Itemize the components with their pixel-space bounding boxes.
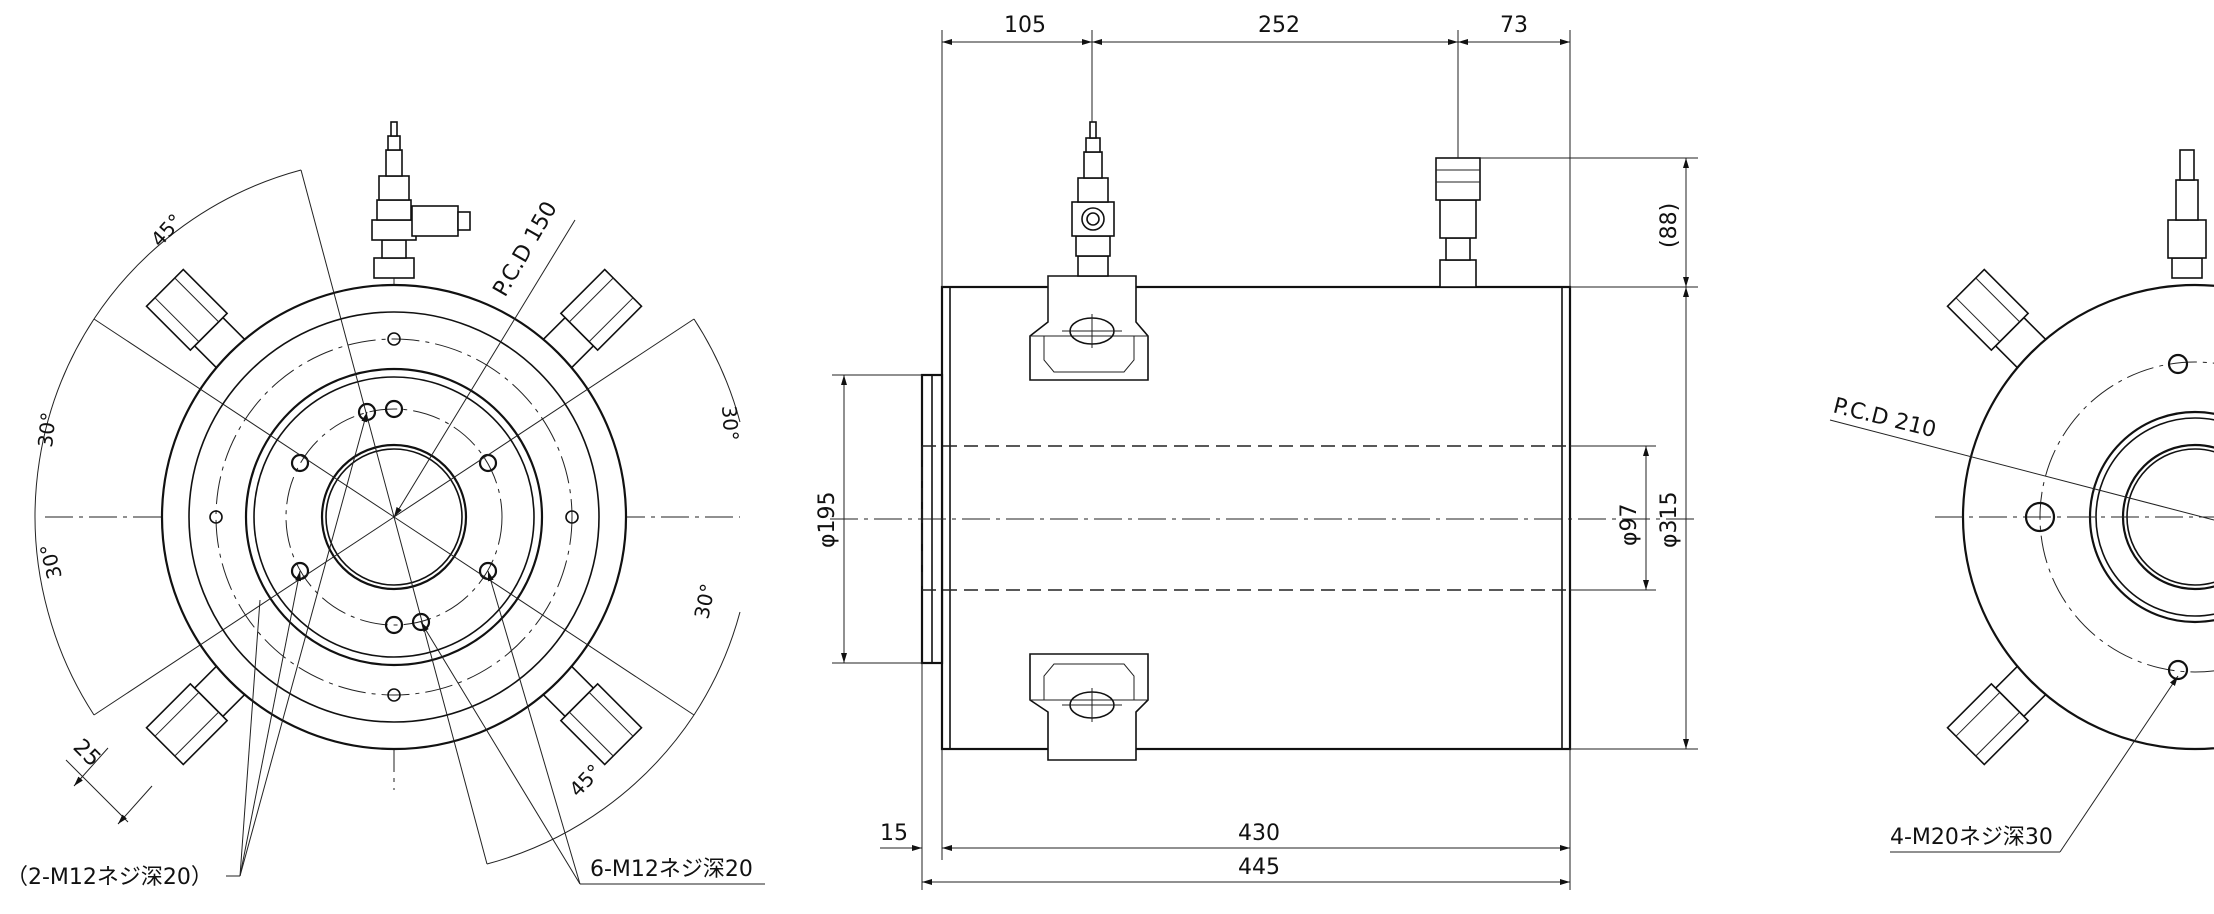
front-center-bore-inner	[325, 448, 463, 586]
front-air-valve-fitting	[371, 121, 471, 279]
back-m20-hole	[2167, 659, 2189, 681]
side-dim-phi195: φ195	[815, 491, 840, 548]
front-thread-note-right: 6-M12ネジ深20	[590, 857, 753, 882]
front-piston-ring	[244, 367, 544, 667]
side-view: 105 252 73 (88) φ315 φ97 φ195 15 430 445	[815, 13, 1700, 890]
front-angle-arc-right-bot	[693, 611, 741, 716]
side-dim-445: 445	[1238, 855, 1280, 880]
side-dim-73: 73	[1500, 13, 1528, 38]
front-dim-25: 25	[68, 735, 105, 772]
side-air-valve	[1071, 121, 1115, 277]
front-m12-hole	[384, 399, 404, 419]
front-pcd150-circle	[285, 408, 503, 626]
side-dim-15: 15	[880, 821, 908, 846]
side-coupler	[1435, 157, 1481, 288]
front-outer-hole-bottom	[387, 688, 401, 702]
back-boss-inner-ring	[2095, 417, 2214, 617]
front-pcd-label: P.C.D 150	[489, 197, 563, 301]
back-pcd-label: P.C.D 210	[1831, 394, 1939, 444]
side-dim-phi315: φ315	[1657, 491, 1682, 548]
front-angle-arc-left-top	[34, 318, 95, 613]
front-outer-hole-left	[209, 510, 223, 524]
front-m12-hole	[384, 615, 404, 635]
front-outer-hole-right	[565, 510, 579, 524]
front-angle-30-right-top: 30°	[717, 405, 743, 442]
back-air-valve-fitting	[2167, 149, 2207, 279]
back-m20-hole	[2167, 353, 2189, 375]
back-view: P.C.D 210 4-M20ネジ深30	[1829, 149, 2214, 853]
side-dim-phi97: φ97	[1617, 503, 1642, 546]
front-outer-hole-top	[387, 332, 401, 346]
front-angle-arc-bottom	[486, 714, 695, 865]
front-angle-arc-top	[93, 169, 302, 320]
side-dim-88: (88)	[1657, 203, 1682, 248]
side-dim-252: 252	[1258, 13, 1300, 38]
front-step-ring	[188, 311, 600, 723]
side-port-boss-top	[1029, 275, 1149, 381]
side-dim-105: 105	[1004, 13, 1046, 38]
front-angle-45-bot: 45°	[564, 759, 606, 801]
front-view: P.C.D 150 45° 30° 30° 30° 30° 45° 25 （2-…	[6, 121, 765, 890]
back-m20-hole	[2024, 501, 2056, 533]
back-thread-note: 4-M20ネジ深30	[1890, 825, 2053, 850]
front-angle-45-top: 45°	[146, 209, 188, 251]
side-dim-430: 430	[1238, 821, 1280, 846]
front-center-bore	[320, 443, 468, 591]
front-angle-30-right-bot: 30°	[689, 581, 720, 621]
front-angle-arc-right-top	[693, 318, 741, 423]
front-pcd-outer-circle	[215, 338, 573, 696]
front-angle-30-left-top: 30°	[33, 411, 61, 449]
front-piston-inner-ring	[253, 376, 535, 658]
front-angle-arc-left-bot	[47, 611, 95, 716]
side-port-boss-bottom	[1029, 653, 1149, 761]
front-thread-note-left: （2-M12ネジ深20）	[6, 865, 213, 890]
